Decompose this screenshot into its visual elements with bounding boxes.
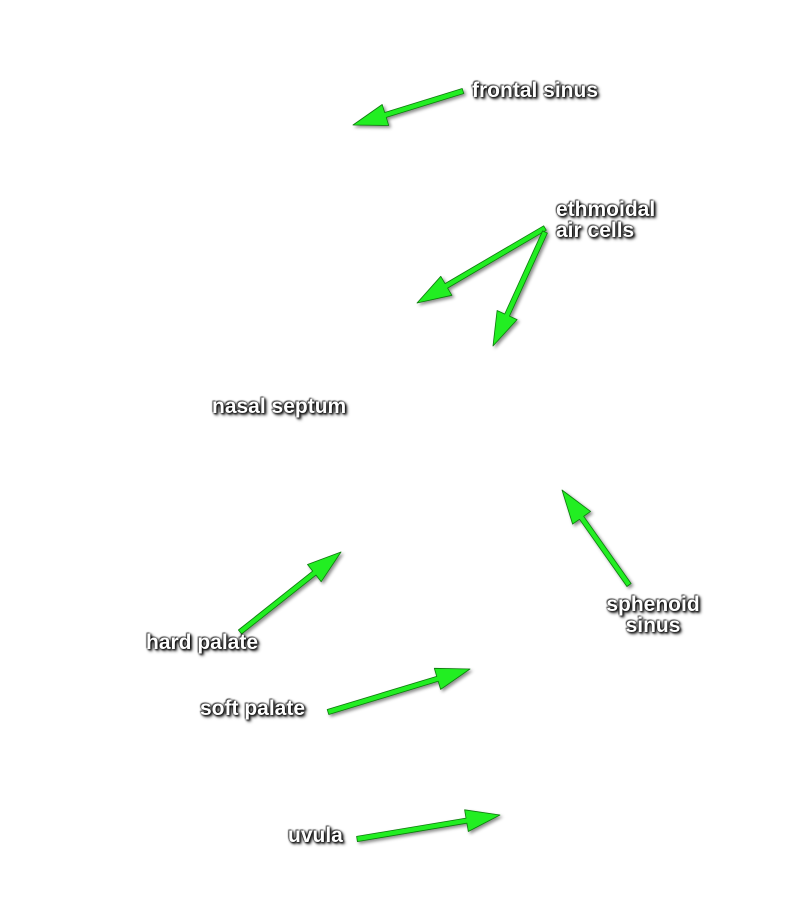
label-ethmoidal-line-2: air cells xyxy=(556,219,635,242)
label-nasal-septum-text: nasal septum xyxy=(212,395,347,418)
arrow-hard-palate xyxy=(237,551,342,635)
label-sphenoid-line-2: sinus xyxy=(625,614,681,637)
arrow-ethmoidal-2 xyxy=(492,230,548,347)
label-hard-palate: hard palate xyxy=(146,632,258,653)
label-uvula: uvula xyxy=(288,825,343,846)
arrow-frontal-sinus xyxy=(352,88,465,126)
label-frontal-sinus-text: frontal sinus xyxy=(472,79,599,102)
label-sphenoid-line-1: sphenoid xyxy=(606,593,700,616)
label-frontal-sinus: frontal sinus xyxy=(472,80,598,101)
label-ethmoidal-air-cells: ethmoidal air cells xyxy=(556,199,655,241)
label-nasal-septum: nasal septum xyxy=(212,396,346,417)
arrow-uvula xyxy=(356,809,501,842)
label-soft-palate: soft palate xyxy=(200,698,305,719)
label-soft-palate-text: soft palate xyxy=(200,697,306,720)
arrow-sphenoid-sinus xyxy=(561,489,632,587)
arrow-soft-palate xyxy=(326,667,471,715)
label-uvula-text: uvula xyxy=(288,824,343,847)
label-sphenoid-sinus: sphenoid sinus xyxy=(597,594,709,636)
label-ethmoidal-line-1: ethmoidal xyxy=(556,198,656,221)
arrow-ethmoidal-1 xyxy=(416,225,547,304)
label-hard-palate-text: hard palate xyxy=(146,631,259,654)
